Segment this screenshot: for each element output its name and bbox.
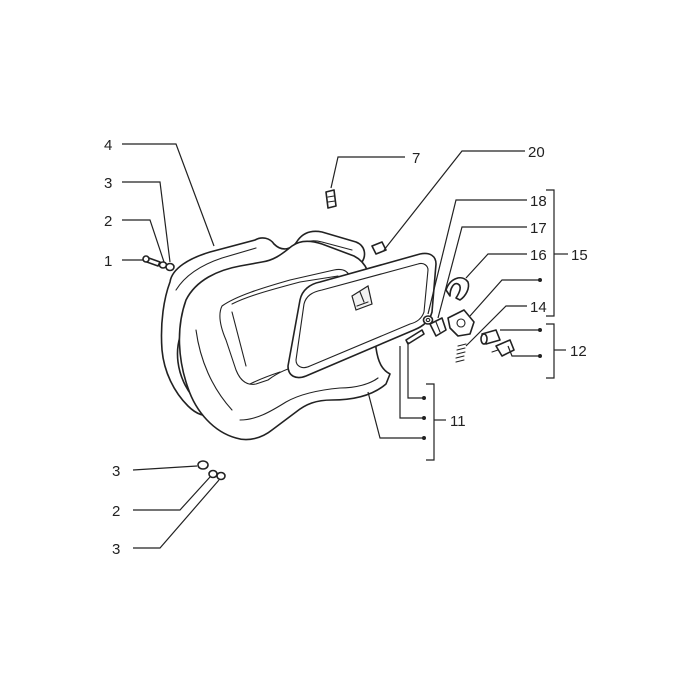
key-barrel-part-12 — [480, 329, 501, 345]
washers-bottom — [197, 460, 226, 481]
callout-labels: 1 2 3 4 7 20 18 17 16 15 14 12 11 3 2 3 — [104, 137, 588, 558]
pointer-dots — [422, 278, 542, 440]
clip-part-7 — [325, 189, 337, 209]
group-brackets — [426, 189, 568, 461]
bracket-part-20 — [371, 241, 387, 255]
callout-16: 16 — [530, 247, 547, 264]
spring-part-14 — [455, 343, 467, 363]
callout-2-top: 2 — [104, 213, 112, 230]
callout-3-bottom-1: 3 — [112, 463, 120, 480]
spring-clip-part-16 — [445, 277, 470, 301]
callout-12: 12 — [570, 343, 587, 360]
callout-14: 14 — [530, 299, 547, 316]
callout-7: 7 — [412, 150, 420, 167]
callout-20: 20 — [528, 144, 545, 161]
callout-3-bottom-2: 3 — [112, 541, 120, 558]
callout-11: 11 — [450, 413, 466, 430]
glovebox-lid — [287, 252, 437, 379]
washers-top — [158, 261, 175, 272]
callout-3-top: 3 — [104, 175, 112, 192]
latch-part-17 — [429, 317, 447, 337]
callout-2-bottom: 2 — [112, 503, 120, 520]
callout-1: 1 — [104, 253, 112, 270]
pin-part-11 — [405, 329, 425, 345]
lock-assembly — [447, 309, 475, 337]
callout-4: 4 — [104, 137, 112, 154]
leader-lines — [122, 143, 540, 549]
screw-part-1 — [142, 255, 161, 267]
callout-18: 18 — [530, 193, 547, 210]
callout-17: 17 — [530, 220, 547, 237]
callout-15: 15 — [571, 247, 588, 264]
nut-part-18 — [422, 315, 434, 325]
key-part-12 — [491, 339, 515, 357]
